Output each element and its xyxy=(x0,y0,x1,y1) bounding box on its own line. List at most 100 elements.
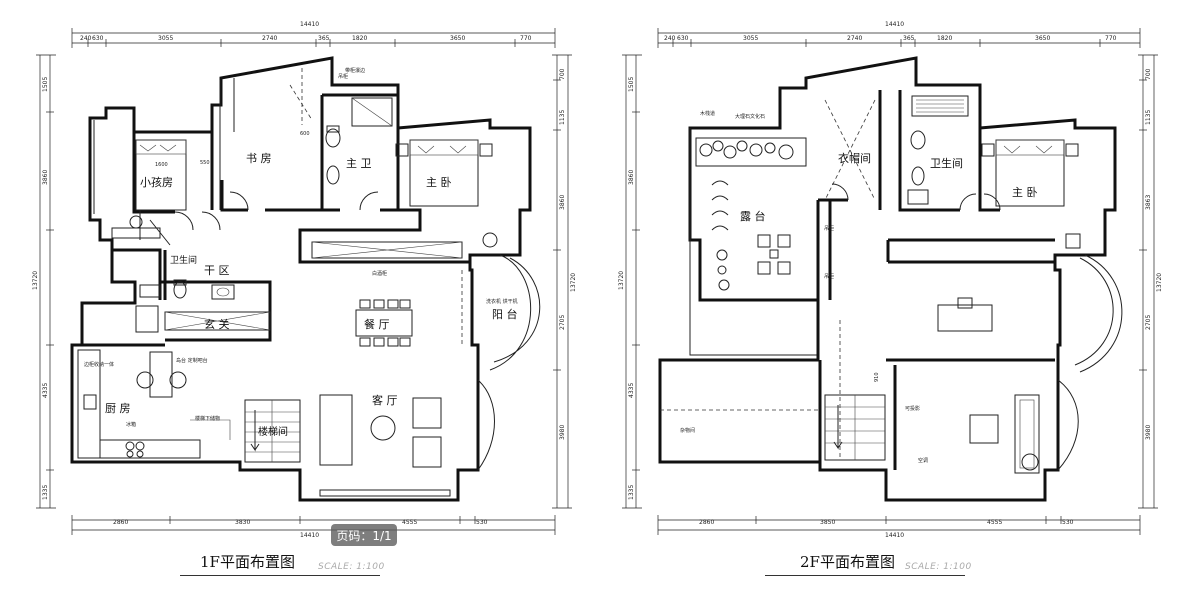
dim-right-1f-1: 1135 xyxy=(559,110,566,125)
dim-left-1f-1: 3860 xyxy=(42,170,49,185)
corridor-cabinet xyxy=(311,232,498,259)
room-label-projector: 可投影 xyxy=(905,405,920,412)
dim-left-2f-0: 1505 xyxy=(628,77,635,92)
dim-left-1f-4: 1335 xyxy=(42,485,49,500)
dim-left-2f-2: 13720 xyxy=(618,271,625,290)
left-dimensions-1f: 1505 3860 13720 4335 1335 xyxy=(32,54,56,509)
dim-bottom-1f-2: 4555 xyxy=(402,519,417,526)
dim-bottom-1f-0: 2860 xyxy=(113,519,128,526)
dim-right-2f-1: 1135 xyxy=(1145,110,1152,125)
title-underline-2f xyxy=(765,575,965,576)
dim-right-1f-2: 3860 xyxy=(559,195,566,210)
overall-width-bottom-1f: 14410 xyxy=(300,532,319,539)
dim-bottom-2f-0: 2860 xyxy=(699,519,714,526)
dim-right-1f-4: 3980 xyxy=(559,425,566,440)
foyer-cabinets xyxy=(135,305,271,333)
dining-set xyxy=(355,299,413,347)
note-dim-600: 600 xyxy=(300,131,310,137)
note-wine: 白酒柜 xyxy=(372,270,387,277)
top-dimensions-1f: 14410 240 630 3055 2740 365 1820 3650 77… xyxy=(71,21,556,48)
plan-2f: 14410 240 630 3055 2740 365 1820 3650 77… xyxy=(618,21,1163,539)
stair-1f xyxy=(244,399,301,463)
room-label-ac: 空调 xyxy=(918,457,928,464)
plan-scale-2f: SCALE: 1:100 xyxy=(905,562,972,572)
dim-right-2f-2: 3863 xyxy=(1145,195,1152,210)
dim-left-2f-4: 1335 xyxy=(628,485,635,500)
wc-fixtures xyxy=(139,279,235,300)
dim-top-2f-4: 365 xyxy=(903,35,915,42)
right-dimensions-2f: 700 1135 3863 13720 2705 3980 xyxy=(1138,54,1163,509)
bottom-dimensions-2f: 2860 3850 4555 530 14410 xyxy=(657,515,1141,539)
room-label-foyer: 玄 关 xyxy=(204,317,230,331)
dim-right-2f-3: 2705 xyxy=(1145,315,1152,330)
stair-2f xyxy=(824,394,886,461)
room-label-wc: 卫生间 xyxy=(170,254,197,266)
master-bed xyxy=(395,139,493,207)
top-dimensions-2f: 14410 240 630 3055 2740 365 1820 3650 77… xyxy=(657,21,1141,48)
walls-2f xyxy=(658,56,1123,502)
note-closet: 带柜瀑边 xyxy=(345,67,365,74)
room-label-dining: 餐 厅 xyxy=(364,317,390,331)
room-label-kitchen: 厨 房 xyxy=(105,402,131,415)
room-label-bed2: 主 卧 xyxy=(1012,186,1038,199)
dim-left-1f-3: 4335 xyxy=(42,383,49,398)
note-cabinet: 吊柜 xyxy=(338,73,348,80)
room-label-stair: 楼梯间 xyxy=(258,425,288,438)
dim-top-2f-6: 3650 xyxy=(1035,35,1050,42)
dim-top-2f-0: 240 xyxy=(664,35,676,42)
room-label-terrace: 露 台 xyxy=(740,209,766,223)
dim-left-1f-2: 13720 xyxy=(32,271,39,290)
left-dimensions-2f: 1505 3860 13720 4335 1335 xyxy=(618,54,642,509)
dim-top-1f-2: 3055 xyxy=(158,35,173,42)
note-stone: 大理石文化石 xyxy=(735,113,765,120)
overall-height-right-1f: 13720 xyxy=(570,273,577,292)
master-bath-fixtures xyxy=(325,97,393,185)
note-plant: 木栈道 xyxy=(700,110,715,117)
plan-title-1f: 1F平面布置图 xyxy=(200,553,295,571)
note-dim-550: 550 xyxy=(200,160,210,166)
note-washer: 洗衣机 烘干机 xyxy=(486,298,518,305)
dim-left-2f-3: 4335 xyxy=(628,383,635,398)
dim-top-2f-3: 2740 xyxy=(847,35,862,42)
right-dimensions-1f: 700 1135 3860 13720 2705 3980 xyxy=(552,54,577,509)
dim-top-2f-2: 3055 xyxy=(743,35,758,42)
dim-top-1f-5: 1820 xyxy=(352,35,367,42)
note-cabinet-b: 吊柜 xyxy=(824,273,834,280)
dim-left-2f-1: 3860 xyxy=(628,170,635,185)
dim-bottom-1f-1: 3830 xyxy=(235,519,250,526)
note-island: 岛台 定制吧台 xyxy=(176,357,208,364)
kids-bed xyxy=(135,139,187,211)
dim-top-1f-4: 365 xyxy=(318,35,330,42)
room-label-master-bed: 主 卧 xyxy=(426,176,452,189)
room-label-dry: 干 区 xyxy=(204,264,230,277)
dim-left-1f-0: 1505 xyxy=(42,77,49,92)
room-label-bath2: 卫生间 xyxy=(930,156,963,170)
overall-width-top-2f: 14410 xyxy=(885,21,904,28)
page-indicator[interactable]: 页码：1/1 xyxy=(331,524,397,546)
room-label-master-bath: 主 卫 xyxy=(346,157,372,170)
bed2 xyxy=(981,139,1081,249)
room-label-balcony: 阳 台 xyxy=(492,307,518,321)
dim-top-2f-7: 770 xyxy=(1105,35,1117,42)
plan-scale-1f: SCALE: 1:100 xyxy=(318,562,385,572)
room-label-living: 客 厅 xyxy=(372,393,398,407)
note-dim-1600: 1600 xyxy=(155,162,168,168)
kids-desk xyxy=(111,215,161,239)
note-cabinet-a: 吊柜 xyxy=(824,225,834,232)
bottom-dimensions-1f: 2860 3830 4555 530 14410 xyxy=(71,515,556,539)
dim-top-1f-0: 240 xyxy=(80,35,92,42)
dim-top-1f-6: 3650 xyxy=(450,35,465,42)
note-fridge: 冰箱 xyxy=(126,421,136,428)
overall-width-top-1f: 14410 xyxy=(300,21,319,28)
plan-title-2f: 2F平面布置图 xyxy=(800,553,895,571)
dim-top-1f-3: 2740 xyxy=(262,35,277,42)
room-label-storage: 杂物间 xyxy=(680,427,695,434)
note-stair: 楼梯下储物 xyxy=(195,415,220,422)
overall-height-right-2f: 13720 xyxy=(1156,273,1163,292)
note-dim-910: 910 xyxy=(874,372,880,382)
dim-top-2f-1: 630 xyxy=(677,35,689,42)
dim-bottom-2f-3: 530 xyxy=(1062,519,1074,526)
dim-top-1f-7: 770 xyxy=(520,35,532,42)
room-label-study: 书 房 xyxy=(246,152,272,165)
